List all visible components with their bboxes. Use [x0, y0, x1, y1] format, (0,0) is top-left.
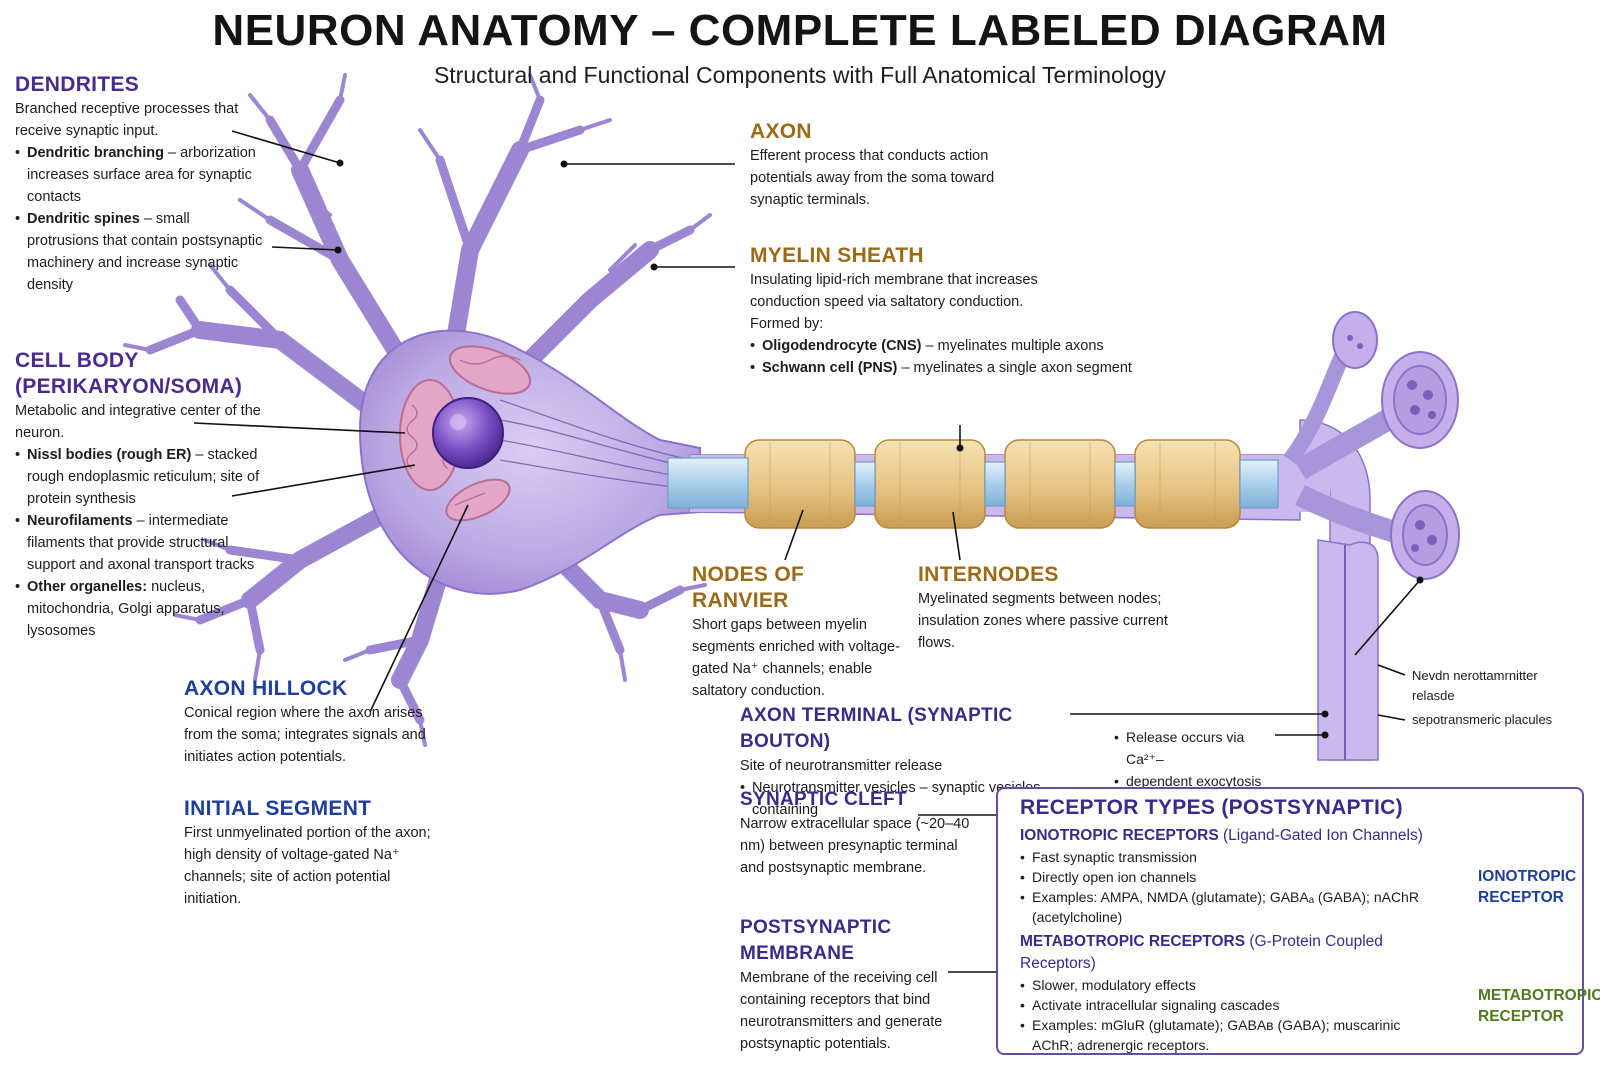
- side-label: Nevdn nerottamrnitter: [1412, 668, 1538, 683]
- postsynaptic-cell: [1317, 539, 1379, 761]
- nucleus: [432, 397, 504, 469]
- myelin-formed-by: Formed by:: [750, 316, 824, 332]
- synaptic-cleft-text: Narrow extracellular space (~20–40 nm) b…: [740, 816, 970, 876]
- axon-terminal-block: AXON TERMINAL (SYNAPTIC BOUTON) Site of …: [740, 703, 1100, 821]
- cell-body-text: Metabolic and integrative center of the …: [15, 403, 261, 441]
- dendrites-text: Branched receptive processes that receiv…: [15, 101, 239, 139]
- page-subtitle: Structural and Functional Components wit…: [433, 62, 1167, 88]
- metabotropic-title: METABOTROPIC RECEPTORS (G-Protein Couple…: [1020, 933, 1383, 972]
- myelin-block: MYELIN SHEATH Insulating lipid-rich memb…: [750, 243, 1160, 379]
- list-item: Neurofilaments – intermediate filaments …: [15, 510, 265, 576]
- cell-body-list: Nissl bodies (rough ER) – stacked rough …: [15, 444, 265, 642]
- release-block: Release occurs via Ca²⁺– dependent exocy…: [1114, 726, 1284, 792]
- initial-segment-block: INITIAL SEGMENT First unmyelinated porti…: [184, 796, 440, 910]
- nodes-block: NODES OF RANVIER Short gaps between myel…: [692, 562, 902, 702]
- list-item: Neurotransmitter vesicles – synaptic ves…: [740, 777, 1100, 821]
- internodes-block: INTERNODES Myelinated segments between n…: [918, 562, 1183, 654]
- cell-body-heading-2: (PERIKARYON/SOMA): [15, 375, 243, 398]
- postsynaptic-text: Membrane of the receiving cell containin…: [740, 970, 943, 1052]
- postsynaptic-heading: POSTSYNAPTIC MEMBRANE: [740, 917, 892, 964]
- axon-terminals: [1283, 311, 1460, 580]
- terminal-side-labels: Nevdn nerottamrnitter relasde sepotransm…: [1412, 666, 1592, 730]
- axon-terminal-heading: AXON TERMINAL (SYNAPTIC BOUTON): [740, 705, 1013, 752]
- list-item: Slower, modulatory effects: [1020, 975, 1440, 995]
- list-item: Dendritic spines – small protrusions tha…: [15, 208, 265, 296]
- list-item: Examples: AMPA, NMDA (glutamate); GABAₐ …: [1020, 887, 1440, 927]
- axon-text: Efferent process that conducts action po…: [750, 148, 995, 208]
- list-item: Schwann cell (PNS) – myelinates a single…: [750, 357, 1160, 379]
- dendrites-heading: DENDRITES: [15, 73, 140, 96]
- axon-hillock-text: Conical region where the axon arises fro…: [184, 705, 426, 765]
- ionotropic-title: IONOTROPIC RECEPTORS (Ligand-Gated Ion C…: [1020, 827, 1423, 844]
- list-item: Oligodendrocyte (CNS) – myelinates multi…: [750, 335, 1160, 357]
- axon-terminal-text: Site of neurotransmitter release: [740, 758, 943, 774]
- nodes-of-ranvier: [667, 457, 1279, 509]
- nodes-heading: NODES OF RANVIER: [692, 563, 805, 612]
- myelin-list: Oligodendrocyte (CNS) – myelinates multi…: [750, 335, 1160, 379]
- myelin-heading: MYELIN SHEATH: [750, 244, 924, 267]
- receptor-types-content: RECEPTOR TYPES (POSTSYNAPTIC) IONOTROPIC…: [1020, 795, 1440, 1055]
- dendrites-list: Dendritic branching – arborization incre…: [15, 142, 265, 296]
- internodes-text: Myelinated segments between nodes; insul…: [918, 591, 1168, 651]
- cell-body-heading: CELL BODY: [15, 349, 139, 372]
- metabotropic-list: Slower, modulatory effects Activate intr…: [1020, 975, 1440, 1055]
- list-item: Other organelles: nucleus, mitochondria,…: [15, 576, 265, 642]
- nodes-text: Short gaps between myelin segments enric…: [692, 617, 900, 699]
- list-item: Directly open ion channels: [1020, 867, 1440, 887]
- list-item: Fast synaptic transmission: [1020, 847, 1440, 867]
- synaptic-cleft-block: SYNAPTIC CLEFT Narrow extracellular spac…: [740, 787, 980, 879]
- list-item: Examples: mGluR (glutamate); GABAʙ (GABA…: [1020, 1015, 1440, 1055]
- receptor-types-box: RECEPTOR TYPES (POSTSYNAPTIC) IONOTROPIC…: [996, 787, 1584, 1055]
- axon-heading: AXON: [750, 120, 812, 143]
- postsynaptic-block: POSTSYNAPTIC MEMBRANE Membrane of the re…: [740, 915, 980, 1055]
- list-item: Nissl bodies (rough ER) – stacked rough …: [15, 444, 265, 510]
- list-item: Activate intracellular signaling cascade…: [1020, 995, 1440, 1015]
- myelin-sheath: [744, 439, 1241, 529]
- synaptic-cleft-heading: SYNAPTIC CLEFT: [740, 789, 907, 810]
- page-title: NEURON ANATOMY – COMPLETE LABELED DIAGRA…: [212, 6, 1388, 55]
- axon-terminal-list: Neurotransmitter vesicles – synaptic ves…: [740, 777, 1100, 821]
- axon-hillock-block: AXON HILLOCK Conical region where the ax…: [184, 676, 434, 768]
- initial-segment-text: First unmyelinated portion of the axon; …: [184, 825, 431, 907]
- initial-segment-heading: INITIAL SEGMENT: [184, 797, 372, 820]
- list-item: dependent exocytosis: [1114, 770, 1284, 792]
- dendrites-block: DENDRITES Branched receptive processes t…: [15, 72, 265, 296]
- myelin-text: Insulating lipid-rich membrane that incr…: [750, 272, 1038, 310]
- release-list: Release occurs via Ca²⁺– dependent exocy…: [1114, 726, 1284, 792]
- axon-block: AXON Efferent process that conducts acti…: [750, 119, 1040, 211]
- receptor-types-heading: RECEPTOR TYPES (POSTSYNAPTIC): [1020, 796, 1403, 819]
- list-item: Release occurs via Ca²⁺–: [1114, 726, 1284, 770]
- axon-hillock-heading: AXON HILLOCK: [184, 677, 348, 700]
- side-label: sepotransmeric placules: [1412, 712, 1553, 727]
- list-item: Dendritic branching – arborization incre…: [15, 142, 265, 208]
- cell-body-block: CELL BODY (PERIKARYON/SOMA) Metabolic an…: [15, 348, 265, 642]
- side-label: relasde: [1412, 688, 1455, 703]
- ionotropic-list: Fast synaptic transmission Directly open…: [1020, 847, 1440, 927]
- internodes-heading: INTERNODES: [918, 563, 1059, 586]
